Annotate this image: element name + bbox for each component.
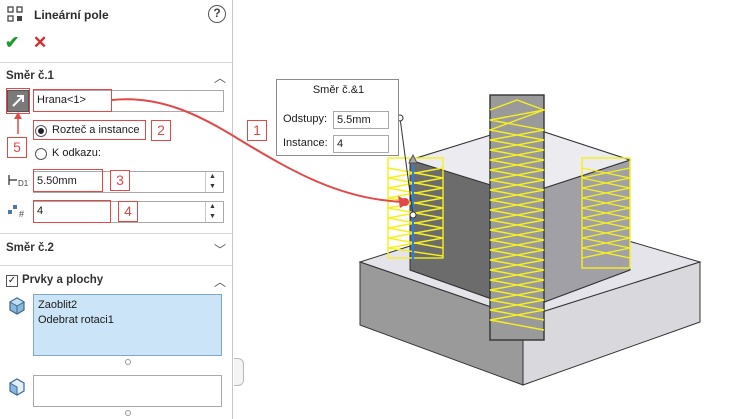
resize-handle[interactable] — [125, 410, 131, 416]
panel-title: Lineární pole — [34, 8, 109, 22]
chevron-up-icon[interactable]: ︿ — [214, 275, 227, 289]
list-item[interactable]: Zaoblit2 — [38, 299, 78, 311]
popup-instances-label: Instance: — [283, 137, 328, 149]
callout-badge-2: 2 — [151, 120, 171, 141]
popup-instances-input[interactable]: 4 — [333, 135, 389, 153]
direction1-label: Směr č.1 — [6, 70, 54, 82]
divider — [0, 233, 233, 234]
chevron-up-icon[interactable]: ︿ — [214, 71, 227, 85]
callout-edge-box — [33, 89, 112, 112]
base-plate-right-face — [522, 261, 701, 386]
resize-handle[interactable] — [125, 359, 131, 365]
instances-spinner[interactable]: ▲▼ — [205, 202, 219, 222]
drag-handle[interactable] — [409, 211, 417, 219]
reverse-direction-button[interactable] — [7, 90, 29, 112]
features-faces-header[interactable]: ✓ Prvky a plochy ︿ — [0, 270, 233, 292]
callout-spacing-mode-box — [33, 120, 146, 140]
callout-badge-1: 1 — [247, 120, 267, 141]
ok-button[interactable]: ✔ — [5, 33, 20, 52]
direction2-label: Směr č.2 — [6, 242, 54, 254]
features-icon — [8, 297, 26, 315]
chevron-down-icon[interactable]: ﹀ — [214, 243, 227, 257]
reference-label: K odkazu: — [52, 147, 101, 159]
spacing-spinner[interactable]: ▲▼ — [205, 172, 219, 192]
arrow-head-icon[interactable] — [408, 153, 418, 164]
callout-instances-box — [33, 200, 111, 223]
svg-text:#: # — [19, 209, 24, 219]
instances-value: 4 — [37, 205, 44, 217]
panel-splitter-handle[interactable] — [234, 358, 244, 386]
property-manager: Lineární pole ? ✔ ✕ Směr č.1 ︿ Hrana<1> … — [0, 0, 233, 419]
spacing-value: 5.50mm — [37, 175, 77, 187]
instances-count-icon: # — [8, 205, 24, 219]
linear-pattern-icon — [7, 6, 23, 22]
direction2-header[interactable]: Směr č.2 ﹀ — [0, 238, 233, 260]
spacing-instances-radio[interactable] — [35, 125, 47, 137]
reference-radio[interactable] — [35, 148, 47, 160]
features-list[interactable]: Zaoblit2 Odebrat rotaci1 — [33, 294, 222, 356]
popup-title: Směr č.&1 — [312, 84, 365, 96]
callout-spacing-box — [33, 169, 103, 192]
direction-popup: Směr č.&1 Odstupy: 5.5mm Instance: 4 — [276, 79, 399, 156]
divider — [0, 62, 233, 63]
model-viewport[interactable] — [234, 0, 750, 419]
popup-spacing-label: Odstupy: — [283, 113, 328, 125]
divider — [0, 265, 233, 266]
direction1-header[interactable]: Směr č.1 ︿ — [0, 66, 233, 88]
callout-badge-4: 4 — [118, 201, 138, 222]
spacing-dimension-icon: D1 — [8, 175, 29, 188]
callout-badge-3: 3 — [110, 170, 130, 191]
callout-badge-5: 5 — [7, 137, 27, 158]
list-item[interactable]: Odebrat rotaci1 — [38, 314, 114, 326]
faces-icon — [9, 378, 25, 396]
reverse-arrow-icon — [12, 95, 24, 107]
svg-text:D1: D1 — [18, 179, 29, 188]
cancel-button[interactable]: ✕ — [33, 33, 48, 52]
features-faces-label: Prvky a plochy — [22, 274, 104, 286]
faces-list[interactable] — [33, 375, 222, 407]
help-button[interactable]: ? — [208, 5, 226, 23]
callout-reverse-box — [6, 88, 30, 114]
pattern-preview — [387, 94, 631, 341]
direction-edge-value: Hrana<1> — [37, 94, 86, 106]
popup-spacing-input[interactable]: 5.5mm — [333, 111, 389, 129]
features-checkbox[interactable]: ✓ — [6, 275, 18, 287]
